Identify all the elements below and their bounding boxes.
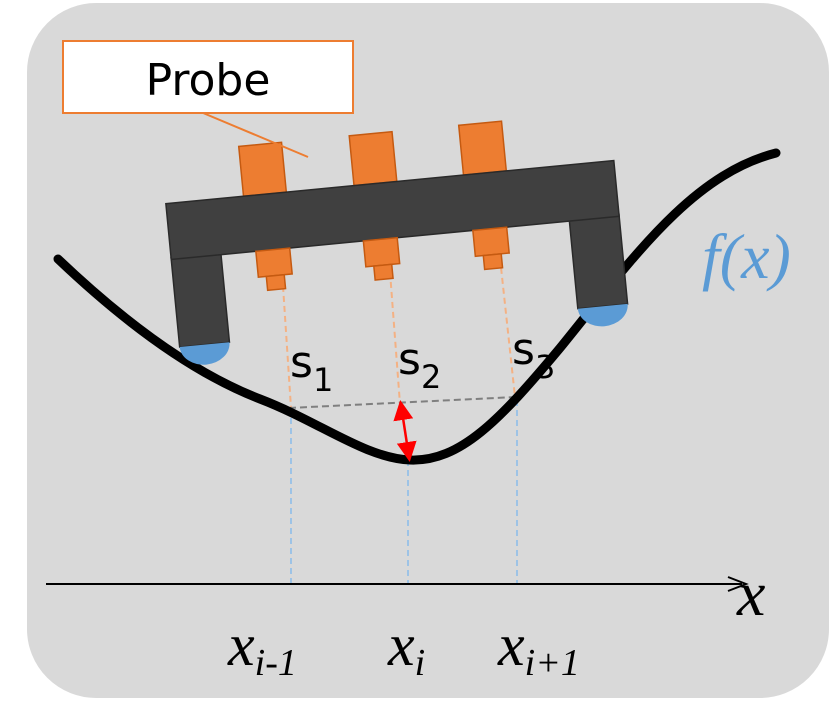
sensor-tip-1: [265, 273, 287, 292]
sensor-beam-2: [389, 271, 401, 405]
sensor-beam-1: [282, 285, 292, 409]
sensor-bottom-1: [255, 247, 294, 279]
x-axis-label: x: [736, 558, 765, 629]
tick-label-xi+1: xi+1: [497, 612, 580, 684]
sensor-bottom-2: [362, 236, 401, 268]
probe-leg-left: [170, 251, 231, 348]
callout-leader: [195, 109, 309, 158]
x-axis-arrowhead: [727, 576, 749, 592]
sensor-top-2: [348, 130, 398, 187]
sensor-beam-3: [499, 257, 516, 398]
probe-foot-left: [179, 342, 230, 365]
tick-label-xi: xi: [387, 612, 425, 684]
function-label: f(x): [702, 221, 791, 292]
sensor-label-1: s1: [290, 337, 333, 399]
callout-box: [62, 40, 354, 114]
tick-label-xi-1: xi-1: [227, 612, 297, 684]
sensor-label-3: s3: [512, 324, 555, 386]
sensor-tip-2: [372, 263, 394, 281]
sensor-tip-3: [482, 252, 504, 271]
sensor-label-2: s2: [398, 334, 441, 396]
sensor-top-1: [237, 141, 288, 198]
sensor-top-3: [457, 120, 508, 176]
callout-label: Probe: [146, 55, 271, 106]
sensor-bottom-3: [472, 226, 510, 258]
deviation-arrow: [393, 400, 417, 462]
probe-leg-right: [568, 213, 629, 310]
probe: [165, 120, 629, 365]
function-curve: [53, 148, 781, 465]
probe-foot-right: [577, 303, 628, 327]
